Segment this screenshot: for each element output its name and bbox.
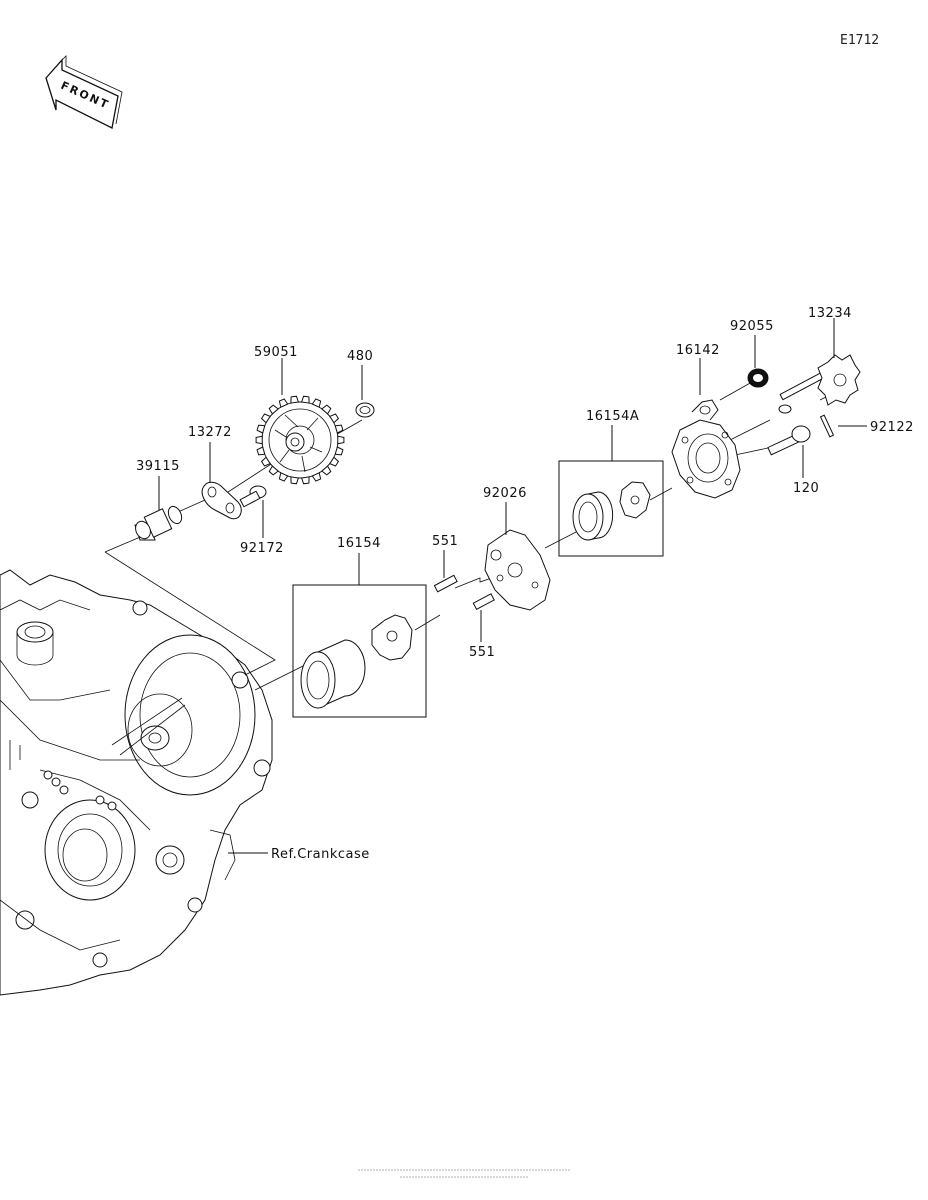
part-92026-plate xyxy=(484,529,551,611)
sprocket-tooth xyxy=(300,476,310,485)
label-ref-crankcase: Ref.Crankcase xyxy=(271,847,370,862)
part-551-pin-lower xyxy=(472,593,495,611)
label-39115: 39115 xyxy=(136,459,180,474)
part-59051-sprocket xyxy=(255,395,345,485)
sprocket-tooth xyxy=(260,456,271,467)
part-92172-bolt xyxy=(239,485,267,508)
sprocket-tooth xyxy=(329,456,340,467)
label-92055: 92055 xyxy=(730,319,774,334)
part-16142-pump-body xyxy=(671,399,741,499)
label-92122: 92122 xyxy=(870,420,914,435)
sprocket-tooth xyxy=(334,446,344,456)
label-13272: 13272 xyxy=(188,425,232,440)
sprocket-tooth xyxy=(300,395,310,404)
sprocket-tooth xyxy=(311,398,322,408)
label-92026: 92026 xyxy=(483,486,527,501)
part-92055-seal xyxy=(747,368,769,388)
part-13234-shaft-sprocket xyxy=(778,354,861,414)
sprocket-tooth xyxy=(255,435,263,445)
label-59051: 59051 xyxy=(254,345,298,360)
sprocket-tooth xyxy=(321,465,332,476)
sprocket-tooth xyxy=(334,424,344,434)
label-16154: 16154 xyxy=(337,536,381,551)
diagram-code: E1712 xyxy=(840,33,879,48)
sprocket-tooth xyxy=(256,424,266,434)
group-box-16154A xyxy=(558,460,664,557)
crankcase-illustration xyxy=(0,569,273,996)
sprocket-tooth xyxy=(290,395,300,404)
label-16142: 16142 xyxy=(676,343,720,358)
part-16154-outer-rotor xyxy=(300,639,366,709)
part-551-pin-upper xyxy=(433,574,458,593)
sprocket-tooth xyxy=(321,404,332,415)
part-92122-pin xyxy=(819,414,835,438)
label-13234: 13234 xyxy=(808,306,852,321)
part-120-bolt xyxy=(767,425,811,456)
label-16154A: 16154A xyxy=(586,409,639,424)
sprocket-tooth xyxy=(278,472,289,482)
sprocket-tooth xyxy=(260,413,271,424)
footer-watermark xyxy=(355,1165,573,1181)
sprocket-tooth xyxy=(278,398,289,408)
front-arrow-icon: FRONT xyxy=(45,55,123,129)
part-16154-inner-rotor xyxy=(371,614,413,661)
label-120: 120 xyxy=(793,481,819,496)
label-551-lower: 551 xyxy=(469,645,495,660)
sprocket-tooth xyxy=(268,465,279,476)
sprocket-tooth xyxy=(337,435,345,445)
assembly-lines xyxy=(104,381,841,691)
part-39115-nozzle xyxy=(134,505,183,541)
sprocket-tooth xyxy=(290,476,300,485)
sprocket-tooth xyxy=(256,446,266,456)
part-16154A-outer-rotor xyxy=(572,491,614,541)
label-551-upper: 551 xyxy=(432,534,458,549)
label-480: 480 xyxy=(347,349,373,364)
sprocket-tooth xyxy=(311,472,322,482)
part-13272-plate xyxy=(201,481,242,520)
label-92172: 92172 xyxy=(240,541,284,556)
part-480-circlip xyxy=(355,402,375,418)
part-16154A-inner-rotor xyxy=(619,481,651,519)
sprocket-tooth xyxy=(329,413,340,424)
sprocket-tooth xyxy=(268,404,279,415)
